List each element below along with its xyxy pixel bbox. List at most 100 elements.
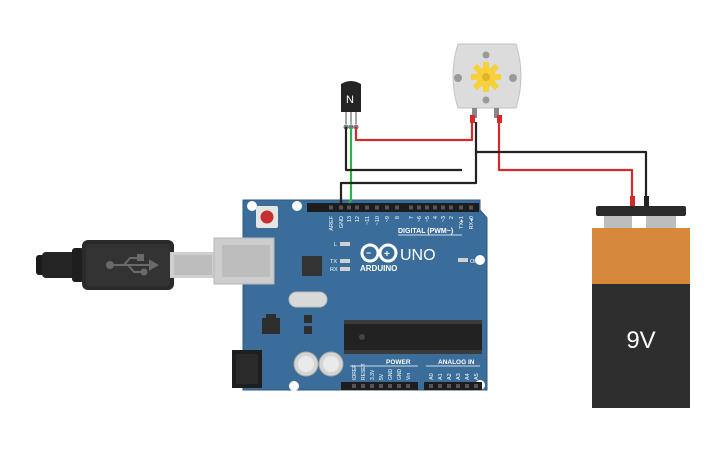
pin-label: 3.3V [370,369,376,380]
pin-label: ~11 [365,216,371,225]
pin-label: IOREF [352,365,358,380]
capacitor [293,351,319,377]
led-l-label: L [334,242,337,248]
pin-label: A2 [447,373,453,380]
header-pin-hole[interactable] [433,205,437,210]
header-pin-hole[interactable] [370,384,374,388]
wires[interactable] [339,115,649,206]
header-pin-hole[interactable] [375,205,379,210]
led-l [340,242,350,246]
pin-label: GND [339,216,345,228]
led-rx [340,267,350,271]
header-pin-hole[interactable] [438,384,442,388]
header-pin-hole[interactable] [406,384,410,388]
mounting-hole [289,381,299,391]
power-label: POWER [386,359,411,366]
header-pin-hole[interactable] [447,384,451,388]
header-pin-hole[interactable] [465,384,469,388]
mounting-hole [292,201,302,211]
wire-ground-to-battery-negative[interactable] [474,122,648,198]
header-pin-hole[interactable] [425,205,429,210]
led-rx-label: RX [330,267,338,273]
svg-text:+: + [384,249,390,260]
board-model: UNO [400,247,436,264]
led-tx [340,259,350,263]
wire-motor-to-battery-positive[interactable] [497,122,634,198]
header-pin-hole[interactable] [417,205,421,210]
battery-label: 9V [626,327,655,354]
pin-label: RX◂0 [469,216,475,229]
pin-label: 13 [347,216,353,222]
digital-header[interactable] [307,203,479,212]
pin-label: 8 [395,216,401,219]
npn-transistor[interactable]: N [341,81,361,130]
led-tx-label: TX [330,259,337,265]
battery-9v[interactable]: 9V [592,206,690,408]
pin-label: ~6 [417,216,423,222]
pin-label: A5 [474,373,480,380]
header-pin-hole[interactable] [352,384,356,388]
header-pin-hole[interactable] [339,205,343,210]
usb-chip [302,256,322,276]
pin-label: GND [397,369,403,381]
reset-button[interactable] [256,206,278,228]
pin-label: ~3 [441,216,447,222]
header-pin-hole[interactable] [361,384,365,388]
header-pin-hole[interactable] [395,205,399,210]
header-pin-hole[interactable] [456,384,460,388]
analog-header[interactable] [424,382,482,390]
header-pin-hole[interactable] [347,205,351,210]
header-pin-hole[interactable] [379,384,383,388]
arduino-logo-text: ARDUINO [360,264,397,273]
pin-label: ~10 [375,216,381,225]
pin-label: Vin [406,373,412,380]
wire-emitter[interactable] [344,127,462,172]
usb-cable[interactable] [36,240,214,290]
pin-label: 7 [409,216,415,219]
pin-label: 4 [433,216,439,219]
pin-label: ~9 [385,216,391,222]
pin-label: GND [388,369,394,381]
pin-label: TX▸1 [459,216,465,229]
pin-label: A0 [429,373,435,380]
pin-label: A1 [438,373,444,380]
pin-label: 2 [449,216,455,219]
capacitor [318,351,344,377]
header-pin-hole[interactable] [355,205,359,210]
pin-label: A4 [465,373,471,380]
led-on-label: ON [470,259,478,265]
wire-arduino-gnd[interactable] [339,152,478,203]
wire-signal[interactable] [348,127,353,204]
pin-label: A3 [456,373,462,380]
header-pin-hole[interactable] [365,205,369,210]
header-pin-hole[interactable] [388,384,392,388]
crystal-oscillator [288,291,328,308]
header-pin-hole[interactable] [459,205,463,210]
header-pin-hole[interactable] [429,384,433,388]
led-on [458,258,468,262]
header-pin-hole[interactable] [329,205,333,210]
pin-label: ~5 [425,216,431,222]
header-pin-hole[interactable] [474,384,478,388]
header-pin-hole[interactable] [441,205,445,210]
transistor-label: N [346,94,354,106]
digital-label: DIGITAL (PWM~) [398,228,453,235]
header-pin-hole[interactable] [397,384,401,388]
gear-icon [471,62,501,92]
header-pin-hole[interactable] [449,205,453,210]
mounting-hole [475,255,485,265]
dc-motor[interactable] [452,43,522,118]
header-pin-hole[interactable] [409,205,413,210]
voltage-regulator [262,318,280,334]
header-pin-hole[interactable] [385,205,389,210]
usb-symbol-icon [106,254,160,276]
pin-label: 5V [379,373,385,380]
header-pin-hole[interactable] [469,205,473,210]
wire-motor-to-collector[interactable] [354,122,474,142]
arduino-infinity-logo-icon [360,243,398,263]
pin-label: AREF [329,215,335,230]
